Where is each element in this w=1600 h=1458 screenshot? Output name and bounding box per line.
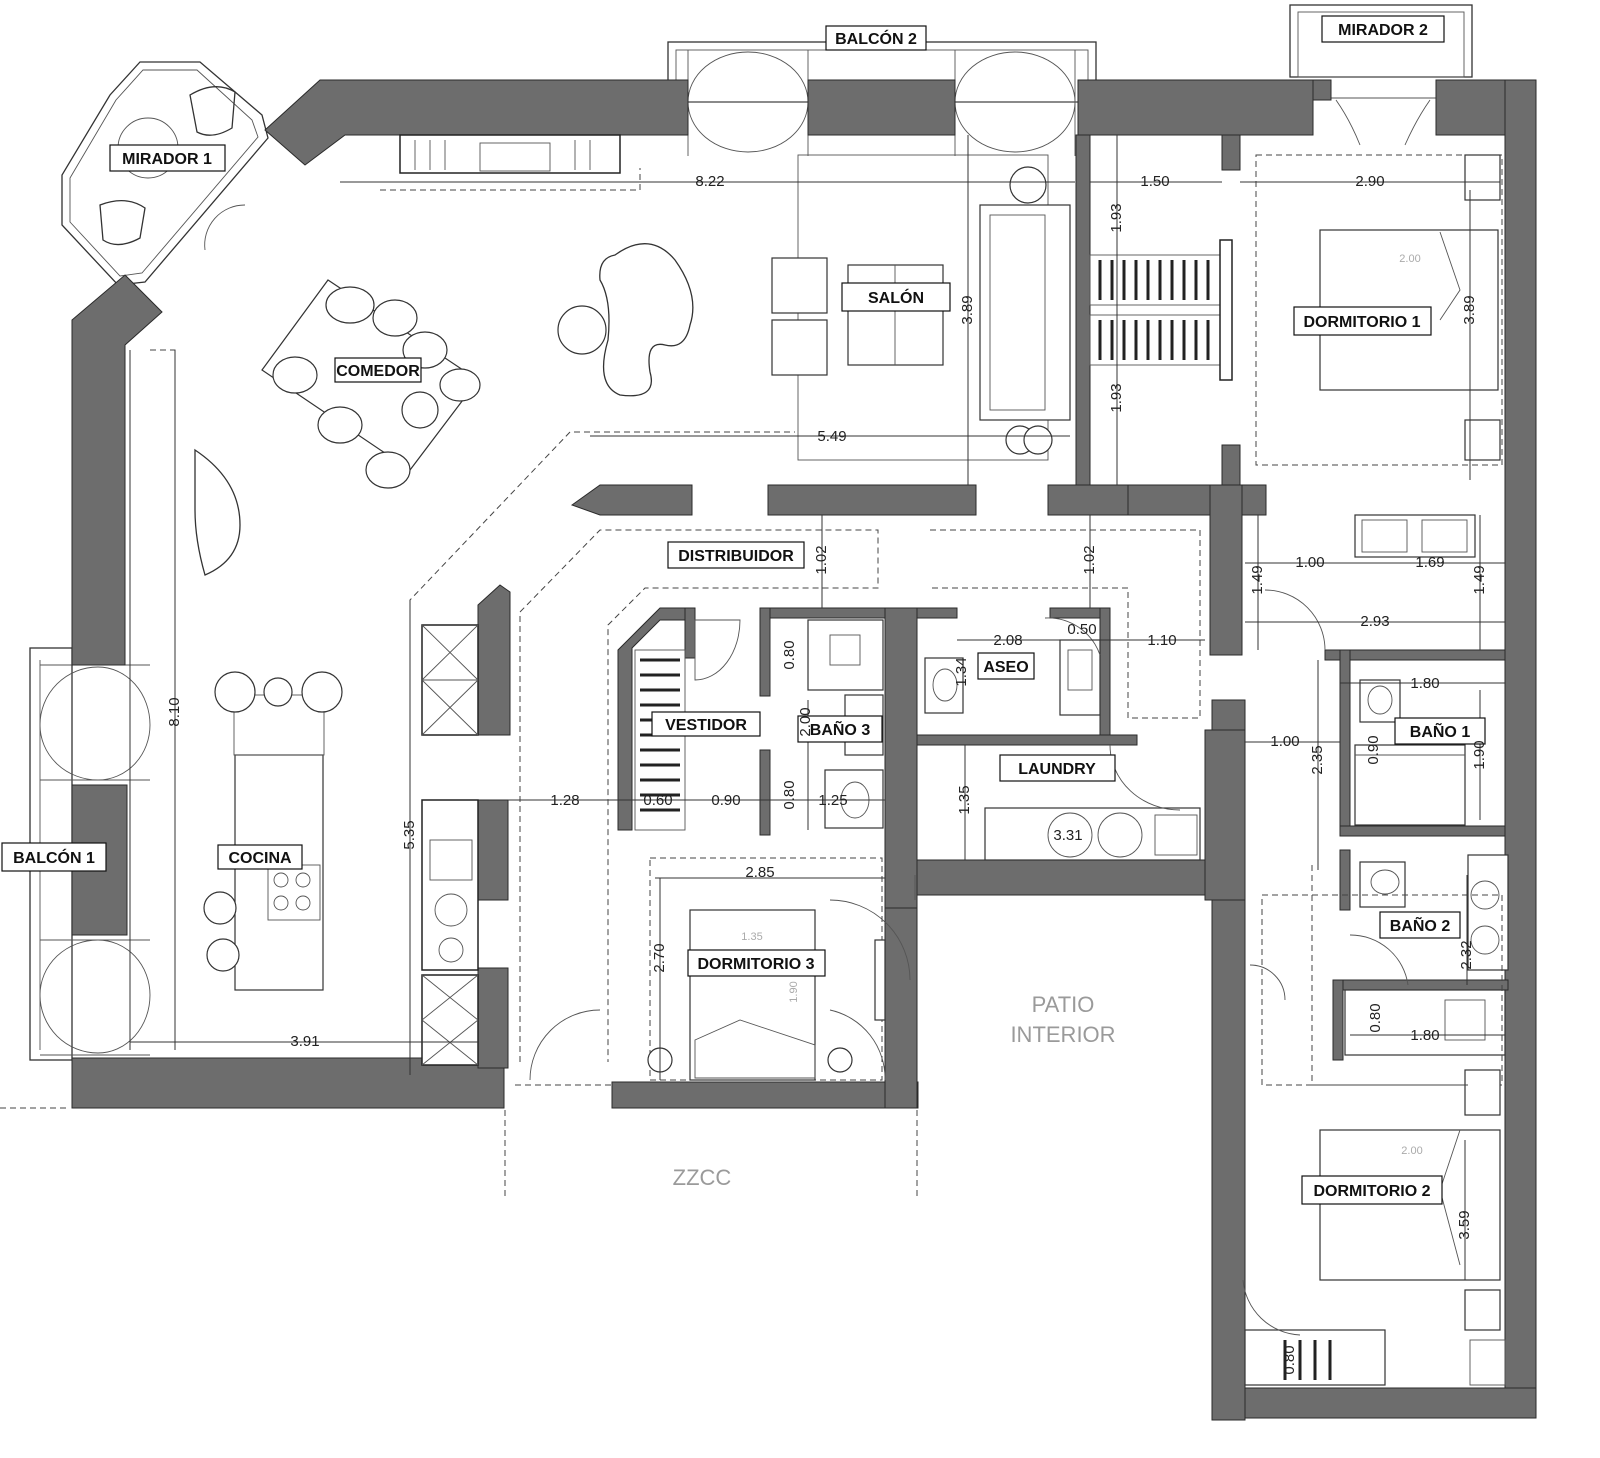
label-salon: SALÓN xyxy=(868,288,924,307)
dim-bano1-width: 1.80 xyxy=(1410,675,1439,692)
living-furniture xyxy=(399,134,1071,461)
label-vestidor: VESTIDOR xyxy=(665,717,747,734)
label-mirador-1: MIRADOR 1 xyxy=(122,151,212,168)
dim-bano1-side: 0.90 xyxy=(1365,735,1382,764)
dim-aseo-corr: 1.10 xyxy=(1147,632,1176,649)
dim-hall-depth-right: 1.49 xyxy=(1471,565,1488,594)
mirador-2-structure xyxy=(1289,4,1473,146)
dim-dorm1-depth: 3.89 xyxy=(1461,295,1478,324)
dim-bano2-depth: 2.32 xyxy=(1458,940,1475,969)
label-aseo: ASEO xyxy=(983,659,1028,676)
dining-table xyxy=(261,279,481,489)
walls xyxy=(71,79,1537,1421)
label-zzcc: ZZCC xyxy=(673,1165,732,1190)
dim-dorm2-bed: 2.00 xyxy=(1401,1145,1422,1157)
label-dormitorio-3: DORMITORIO 3 xyxy=(697,956,814,973)
dormitorio-1-furniture xyxy=(1255,154,1503,558)
dim-dorm2-cab: 0.80 xyxy=(1281,1345,1298,1374)
dormitorio-3-furniture xyxy=(647,857,886,1081)
dim-dorm2-depth: 3.59 xyxy=(1456,1210,1473,1239)
label-balcon-2: BALCÓN 2 xyxy=(835,29,917,48)
dim-corr-width: 1.28 xyxy=(550,792,579,809)
doors xyxy=(204,204,1409,1336)
label-bano-1: BAÑO 1 xyxy=(1410,721,1471,741)
dim-dorm3-width: 2.85 xyxy=(745,864,774,881)
dim-bano3-side: 2.00 xyxy=(797,707,814,736)
label-dormitorio-1: DORMITORIO 1 xyxy=(1303,314,1420,331)
kitchen-cabinets xyxy=(421,624,479,1066)
dim-wardrobe-width: 1.50 xyxy=(1140,173,1169,190)
dim-hall-depth-left: 1.49 xyxy=(1249,565,1266,594)
room-labels: MIRADOR 1 BALCÓN 2 MIRADOR 2 SALÓN COMED… xyxy=(1,15,1486,1205)
dimension-labels: 8.22 3.89 5.49 1.50 1.93 1.93 2.90 3.89 … xyxy=(166,173,1488,1375)
dim-door-width: 0.90 xyxy=(711,792,740,809)
dim-aseo-depth: 1.34 xyxy=(953,657,970,686)
dim-cocina-inner: 5.35 xyxy=(401,820,418,849)
kitchen-island xyxy=(194,448,343,991)
dim-laundry-depth: 1.35 xyxy=(956,785,973,814)
dim-wardrobe-upper: 1.93 xyxy=(1108,203,1125,232)
label-dormitorio-2: DORMITORIO 2 xyxy=(1313,1183,1430,1200)
dim-cocina-depth: 8.10 xyxy=(166,697,183,726)
dim-aseo-width: 2.08 xyxy=(993,632,1022,649)
dim-dorm3-bed-w: 1.35 xyxy=(741,931,762,943)
bathroom-fixtures xyxy=(807,619,1509,1056)
dim-bano1-depth: 1.90 xyxy=(1471,740,1488,769)
dim-dist-left: 1.02 xyxy=(813,545,830,574)
dim-hall2-width: 1.00 xyxy=(1270,733,1299,750)
dim-dorm1-width: 2.90 xyxy=(1355,173,1384,190)
dim-hall-long: 2.93 xyxy=(1360,613,1389,630)
dim-bano2-width: 1.80 xyxy=(1410,1027,1439,1044)
dim-bano3-top: 0.80 xyxy=(781,640,798,669)
dim-laundry-width: 3.31 xyxy=(1053,827,1082,844)
dim-bano3-bottom: 0.80 xyxy=(781,780,798,809)
wardrobes xyxy=(1089,239,1233,381)
dim-cocina-width: 3.91 xyxy=(290,1033,319,1050)
dim-bano2-shower: 0.80 xyxy=(1367,1003,1384,1032)
label-bano-2: BAÑO 2 xyxy=(1390,915,1451,935)
dim-dorm3-bed-l: 1.90 xyxy=(788,981,800,1002)
dim-dorm3-depth: 2.70 xyxy=(651,943,668,972)
vestidor-shelving xyxy=(634,649,686,831)
dim-salon-lower: 5.49 xyxy=(817,428,846,445)
label-comedor: COMEDOR xyxy=(336,363,420,380)
dim-aseo-cab: 0.50 xyxy=(1067,621,1096,638)
dim-vest-width: 0.60 xyxy=(643,792,672,809)
dim-wardrobe-lower: 1.93 xyxy=(1108,383,1125,412)
dim-hall-right: 1.69 xyxy=(1415,554,1444,571)
dim-dist-right: 1.02 xyxy=(1081,545,1098,574)
label-distribuidor: DISTRIBUIDOR xyxy=(678,548,794,565)
dormitorio-2-furniture xyxy=(1244,894,1506,1386)
dim-salon-width: 8.22 xyxy=(695,173,724,190)
dim-bano3-width: 1.25 xyxy=(818,792,847,809)
label-patio-2: INTERIOR xyxy=(1010,1022,1115,1047)
label-mirador-2: MIRADOR 2 xyxy=(1338,22,1428,39)
dim-hall2-depth: 2.35 xyxy=(1309,745,1326,774)
label-laundry: LAUNDRY xyxy=(1018,761,1096,778)
label-bano-3: BAÑO 3 xyxy=(810,719,871,739)
mirador-1-structure xyxy=(61,61,269,286)
dim-hall-left: 1.00 xyxy=(1295,554,1324,571)
dimension-lines xyxy=(129,135,1505,1280)
dim-salon-depth: 3.89 xyxy=(959,295,976,324)
dim-dorm1-bed: 2.00 xyxy=(1399,253,1420,265)
label-cocina: COCINA xyxy=(228,850,292,867)
label-patio-1: PATIO xyxy=(1032,992,1095,1017)
label-balcon-1: BALCÓN 1 xyxy=(13,848,95,867)
